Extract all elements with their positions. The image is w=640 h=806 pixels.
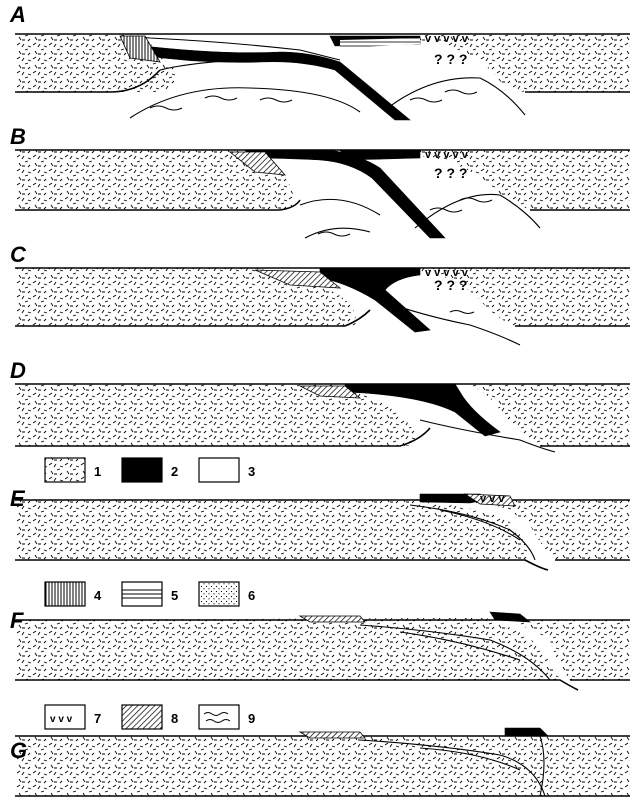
panel-label-c: C (10, 242, 27, 267)
volcanic-symbols-b: v v v v v (425, 149, 469, 161)
legend-num-3: 3 (248, 464, 255, 479)
panel-label-g: G (10, 738, 27, 763)
legend-volcanic-symbol: v v v (50, 714, 73, 725)
legend-num-9: 9 (248, 711, 255, 726)
legend-swatch-9 (199, 705, 239, 729)
panel-b (15, 150, 630, 238)
legend-swatch-4 (45, 582, 85, 606)
legend-num-6: 6 (248, 588, 255, 603)
question-marks-a: ? ? ? (434, 51, 467, 67)
panel-label-e: E (10, 486, 26, 511)
legend (45, 458, 239, 729)
legend-num-2: 2 (171, 464, 178, 479)
legend-num-7: 7 (94, 711, 101, 726)
volcanic-symbols-d: v v v v (422, 383, 457, 395)
volcanic-symbols-a: v v v v v (425, 33, 469, 45)
volcanic-symbols-e: v v v (480, 493, 505, 505)
legend-swatch-5 (122, 582, 162, 606)
legend-swatch-2 (122, 458, 162, 482)
panel-g (15, 728, 630, 796)
panel-e (15, 494, 630, 570)
panel-f (15, 612, 630, 690)
question-marks-c: ? ? ? (434, 277, 467, 293)
legend-swatch-1 (45, 458, 85, 482)
panel-label-d: D (10, 358, 26, 383)
question-marks-b: ? ? ? (434, 165, 467, 181)
panel-label-b: B (10, 124, 26, 149)
panel-label-f: F (10, 608, 24, 633)
legend-num-4: 4 (94, 588, 102, 603)
legend-swatch-8 (122, 705, 162, 729)
panel-c (15, 268, 630, 345)
legend-swatch-6 (199, 582, 239, 606)
legend-num-5: 5 (171, 588, 178, 603)
legend-num-1: 1 (94, 464, 101, 479)
panel-d (15, 384, 630, 452)
panel-a (15, 34, 630, 120)
panel-label-a: A (9, 2, 26, 27)
legend-num-8: 8 (171, 711, 178, 726)
legend-swatch-3 (199, 458, 239, 482)
